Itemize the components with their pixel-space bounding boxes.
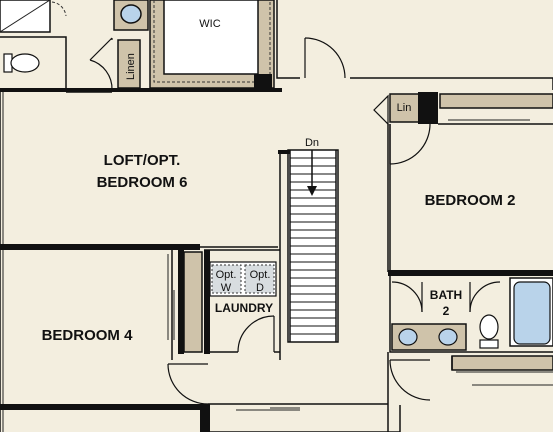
loft-label-line2: BEDROOM 6	[97, 174, 188, 191]
linen-label: Linen	[125, 53, 137, 80]
opt-w-line2: W	[221, 282, 232, 294]
lin-label: Lin	[397, 102, 412, 114]
sink-bowl	[120, 4, 142, 24]
opt-w-line1: Opt.	[216, 269, 237, 281]
bath2-toilet	[479, 314, 499, 349]
opt-d-line1: Opt.	[250, 269, 271, 281]
stair-down-label: Dn	[305, 137, 319, 149]
toilet	[3, 53, 40, 73]
bath2: BATH 2	[388, 270, 553, 353]
bedroom2-label: BEDROOM 2	[425, 192, 516, 209]
opt-washer	[211, 264, 242, 294]
laundry-label: LAUNDRY	[215, 301, 273, 315]
sink-right	[438, 328, 458, 346]
sink-left	[398, 328, 418, 346]
linen-closet: Linen	[117, 39, 141, 89]
opt-dryer	[244, 264, 275, 294]
bath2-label-line2: 2	[443, 304, 450, 318]
opt-d-line2: D	[256, 282, 264, 294]
lin-closet: Lin	[373, 92, 553, 126]
staircase: Dn	[287, 137, 339, 343]
laundry-room: Opt. W Opt. D LAUNDRY	[178, 249, 280, 354]
sink-cabinet	[113, 0, 149, 31]
loft-label-line1: LOFT/OPT.	[104, 152, 181, 169]
wic-label: WIC	[199, 18, 220, 30]
bedroom4-label: BEDROOM 4	[42, 327, 134, 344]
bath2-label-line1: BATH	[430, 288, 462, 302]
shower	[0, 0, 67, 33]
stair-arrow-head	[307, 186, 317, 196]
